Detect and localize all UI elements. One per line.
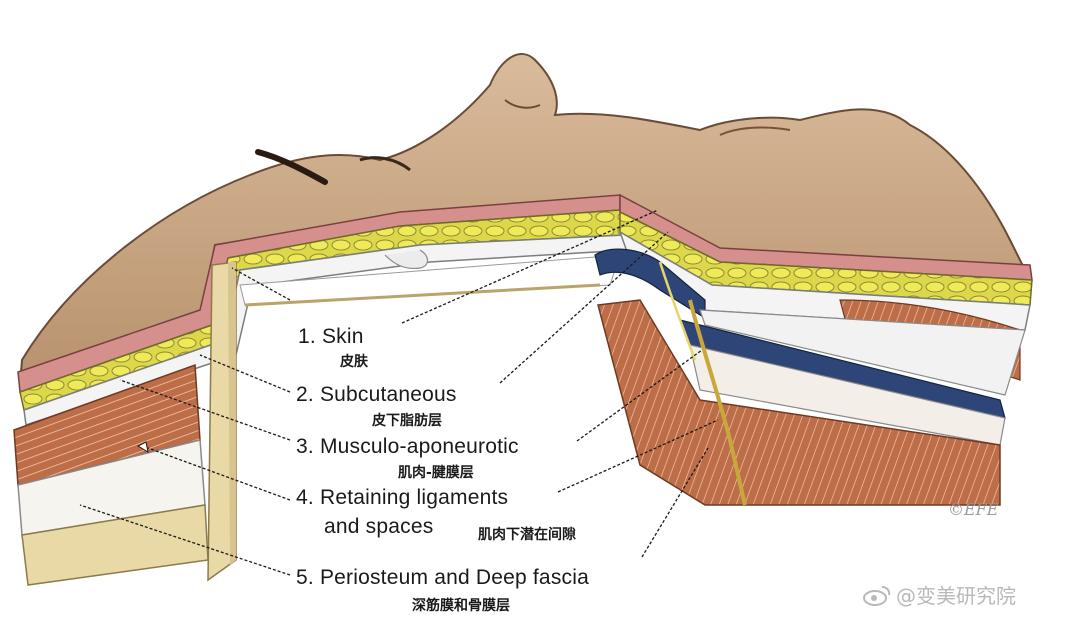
vessel (658, 261, 697, 361)
label-periosteum-deep-fascia: 5. Periosteum and Deep fascia (296, 566, 589, 589)
label-periosteum-deep-fascia-zh: 深筋膜和骨膜层 (412, 598, 510, 614)
lip (719, 126, 791, 136)
weibo-icon (863, 585, 891, 606)
label-retaining-ligaments-line2: and spaces (324, 515, 434, 538)
label-musculo-aponeurotic: 3. Musculo-aponeurotic (296, 435, 519, 458)
label-subcutaneous-zh: 皮下脂肪层 (372, 413, 442, 429)
watermark-text: @变美研究院 (896, 584, 1016, 608)
label-subcutaneous: 2. Subcutaneous (296, 383, 457, 406)
eye (359, 156, 411, 172)
nostril (504, 99, 541, 109)
leader-lines (79, 209, 719, 576)
face-surface (18, 53, 1032, 387)
label-retaining-ligaments-zh: 肌肉下潜在间隙 (478, 527, 576, 543)
copyright-mark: ©EFE (948, 500, 999, 519)
label-skin: 1. Skin (298, 325, 364, 348)
eyebrow (255, 149, 328, 185)
label-musculo-aponeurotic-zh: 肌肉-腱膜层 (398, 465, 474, 481)
label-skin-zh: 皮肤 (340, 354, 368, 370)
weibo-watermark: @变美研究院 (862, 580, 1016, 609)
nerve (688, 299, 747, 506)
label-retaining-ligaments: 4. Retaining ligaments (296, 486, 509, 509)
muscle-right-bottom (597, 299, 1001, 506)
retaining-ligament (384, 249, 429, 270)
fascia-white-right (699, 309, 1026, 396)
